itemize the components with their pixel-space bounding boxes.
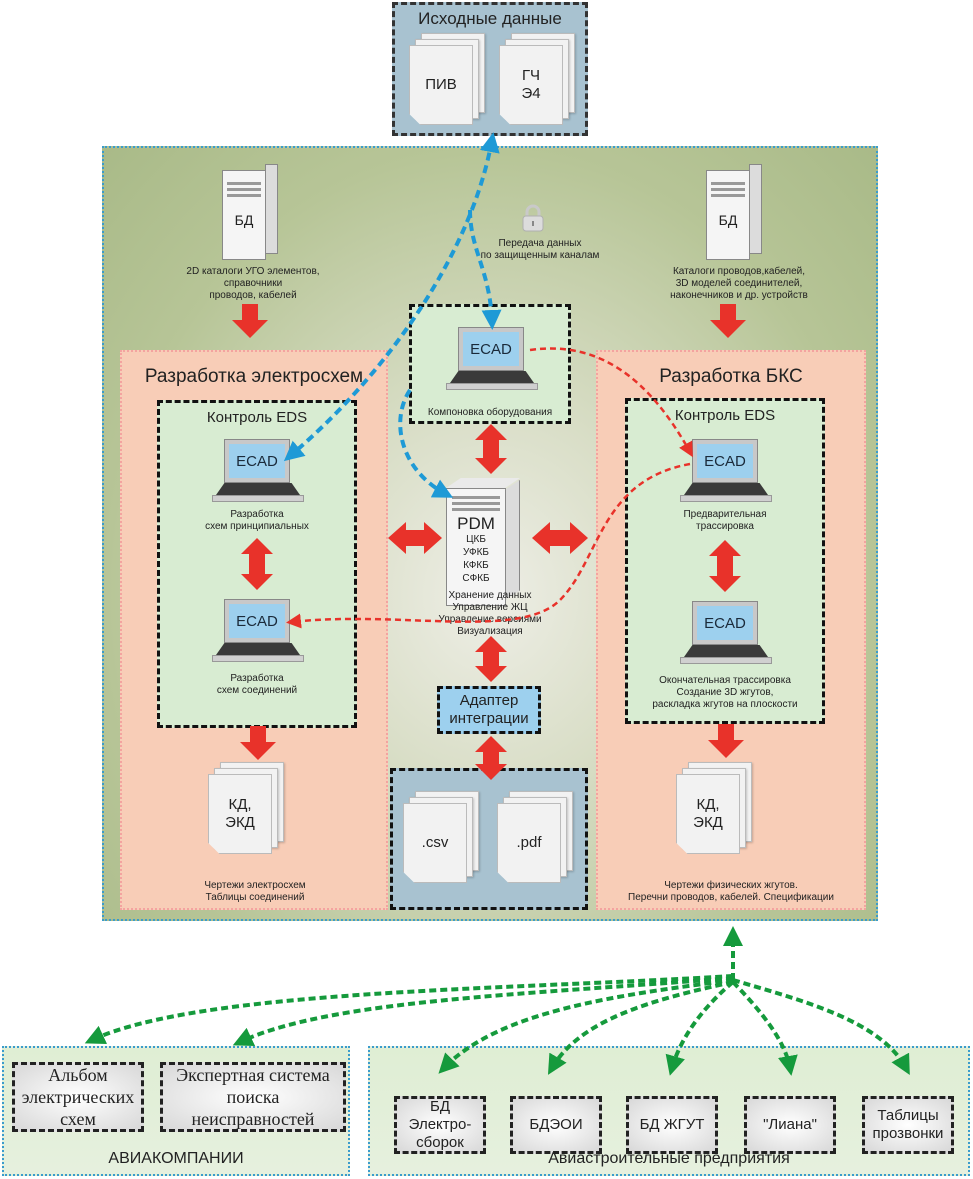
database-label: БД (718, 212, 738, 228)
pdm-unit: ЦКБ (466, 534, 486, 545)
database-label: БД (234, 212, 254, 228)
pdm-unit: УФКБ (462, 547, 489, 558)
airlines-item[interactable]: Экспертная система поиска неисправностей (160, 1062, 346, 1132)
laptop-screen-label: ECAD (229, 444, 285, 478)
green-dashed-link (232, 976, 734, 1046)
laptop-icon[interactable]: ECAD (680, 601, 772, 669)
source-data-title: Исходные данные (418, 9, 562, 28)
bks-output-caption: Чертежи физических жгутов. Перечни прово… (628, 880, 834, 903)
document-stack-gch: ГЧ Э4 (499, 33, 579, 133)
laptop-icon[interactable]: ECAD (446, 327, 538, 395)
manufacturers-label: Авиастроительные предприятия (548, 1150, 790, 1167)
airlines-item[interactable]: Альбом электрических схем (12, 1062, 144, 1132)
bks-dev-title: Разработка БКС (659, 366, 803, 387)
database-left-caption: 2D каталоги УГО элементов, справочники п… (186, 266, 320, 301)
electrical-dev-title: Разработка электросхем (144, 366, 364, 387)
file-label: .pdf (497, 803, 561, 883)
eds-control-title: Контроль EDS (206, 409, 308, 426)
pdm-title: PDM (457, 514, 495, 533)
manufacturers-item[interactable]: БДЭОИ (510, 1096, 602, 1154)
laptop-icon[interactable]: ECAD (212, 439, 304, 507)
station-caption: Разработка схем принципиальных (205, 509, 309, 532)
document-stack-piv: ПИВ (409, 33, 489, 133)
airlines-label: АВИАКОМПАНИИ (108, 1150, 244, 1167)
green-dashed-link (84, 974, 734, 1045)
laptop-screen-label: ECAD (229, 604, 285, 638)
laptop-screen-label: ECAD (463, 332, 519, 366)
document-label: ГЧ Э4 (499, 45, 563, 125)
electrical-eds-control-box: Контроль EDS ECAD Разработка схем принци… (157, 400, 357, 728)
pdm-unit: КФКБ (463, 560, 489, 571)
laptop-screen-label: ECAD (697, 444, 753, 478)
database-server-right: БД (706, 160, 762, 260)
airlines-group: Альбом электрических схем Экспертная сис… (2, 1046, 350, 1176)
integration-adapter[interactable]: Адаптер интеграции (437, 686, 541, 734)
laptop-icon[interactable]: ECAD (680, 439, 772, 507)
pdm-unit: СФКБ (462, 573, 490, 584)
layout-station-caption: Компоновка оборудования (427, 407, 553, 418)
laptop-icon[interactable]: ECAD (212, 599, 304, 667)
manufacturers-item[interactable]: Таблицы прозвонки (862, 1096, 954, 1154)
document-stack-csv: .csv (403, 791, 483, 891)
eds-control-title: Контроль EDS (674, 407, 776, 424)
manufacturers-item[interactable]: "Лиана" (744, 1096, 836, 1154)
document-stack-pdf: .pdf (497, 791, 577, 891)
database-right-caption: Каталоги проводов,кабелей, 3D моделей со… (670, 266, 808, 301)
document-stack-kd-right: КД, ЭКД (676, 762, 756, 862)
manufacturers-item[interactable]: БД ЖГУТ (626, 1096, 718, 1154)
electrical-output-caption: Чертежи электросхем Таблицы соединений (204, 880, 306, 903)
pdm-caption: Хранение данных Управление ЖЦ Управление… (438, 590, 542, 637)
export-files-box: .csv .pdf (390, 768, 588, 910)
lock-icon (521, 204, 545, 232)
file-label: .csv (403, 803, 467, 883)
station-caption: Предварительная трассировка (683, 509, 767, 532)
station-caption: Разработка схем соединений (216, 673, 298, 696)
database-server-left: БД (222, 160, 278, 260)
layout-station-box: ECAD Компоновка оборудования (409, 304, 571, 424)
laptop-screen-label: ECAD (697, 606, 753, 640)
secure-channel-caption: Передача данных по защищенным каналам (480, 238, 600, 261)
pdm-server[interactable]: PDM ЦКБ УФКБ КФКБ СФКБ (446, 478, 520, 608)
document-label: ПИВ (409, 45, 473, 125)
manufacturers-item[interactable]: БД Электро- сборок (394, 1096, 486, 1154)
bks-eds-control-box: Контроль EDS ECAD Предварительная трасси… (625, 398, 825, 724)
manufacturers-group: БД Электро- сборок БДЭОИ БД ЖГУТ "Лиана"… (368, 1046, 970, 1176)
document-label: КД, ЭКД (208, 774, 272, 854)
station-caption: Окончательная трассировка Создание 3D жг… (652, 675, 798, 710)
source-data-box: Исходные данные ПИВ ГЧ Э4 (392, 2, 588, 136)
document-stack-kd-left: КД, ЭКД (208, 762, 288, 862)
document-label: КД, ЭКД (676, 774, 740, 854)
